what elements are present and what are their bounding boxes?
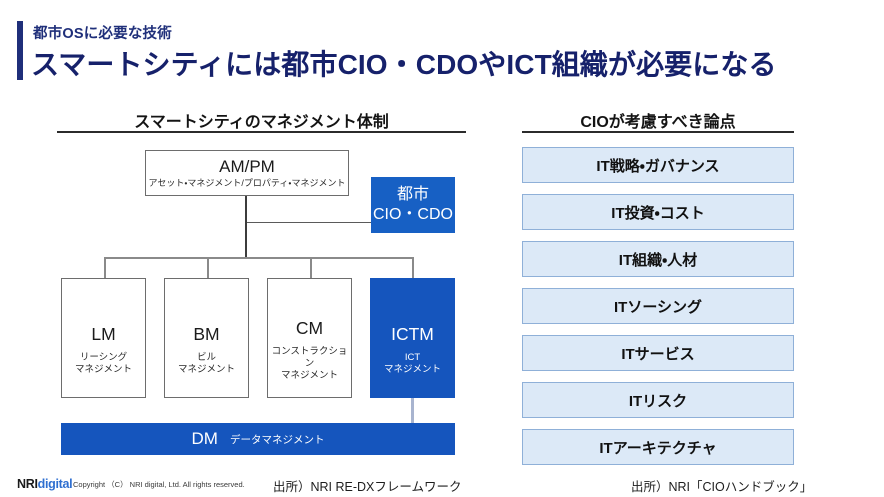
org-node-dm[interactable]: DM データマネジメント <box>61 423 455 455</box>
left-panel-title: スマートシティのマネジメント体制 <box>134 114 389 131</box>
topic-item-it-organization[interactable]: IT組織・人材 <box>522 241 794 277</box>
org-node-ictm-label: ICT マネジメント <box>383 352 441 376</box>
org-node-dm-code: DM <box>191 429 218 448</box>
topic-item-it-investment[interactable]: IT投資・コスト <box>522 194 794 230</box>
page-title: スマートシティには都市CIO・CDOやICT組織が必要になる <box>31 49 777 80</box>
org-node-cm-label: コンストラクション マネジメント <box>271 346 348 381</box>
connector-ictm-to-dm <box>411 398 414 423</box>
left-panel-rule <box>57 131 466 133</box>
logo-text-digital: digital <box>37 477 73 491</box>
org-node-ampm[interactable]: AM/PM アセット・マネジメント/プロパティ・マネジメント <box>145 150 349 196</box>
org-node-ampm-label: アセット・マネジメント/プロパティ・マネジメント <box>148 177 346 188</box>
header-eyebrow: 都市OSに必要な技術 <box>33 26 172 42</box>
org-node-ictm[interactable]: ICTM ICT マネジメント <box>370 278 455 398</box>
topic-item-it-risk[interactable]: ITリスク <box>522 382 794 418</box>
org-node-city-cio-cdo[interactable]: 都市 CIO・CDO <box>371 177 455 233</box>
org-node-ictm-code: ICTM <box>391 324 434 345</box>
org-node-cm[interactable]: CM コンストラクション マネジメント <box>267 278 352 398</box>
source-note-left: 出所）NRI RE-DXフレームワーク <box>273 480 462 494</box>
topic-item-it-sourcing[interactable]: ITソーシング <box>522 288 794 324</box>
connector-drop-bm <box>207 257 209 278</box>
connector-ampm-stem <box>245 196 247 258</box>
org-node-dm-label: データマネジメント <box>229 433 325 446</box>
topic-item-it-service[interactable]: ITサービス <box>522 335 794 371</box>
topic-item-it-strategy[interactable]: IT戦略・ガバナンス <box>522 147 794 183</box>
header-accent-bar <box>17 21 23 80</box>
org-node-bm-label: ビル マネジメント <box>177 352 235 376</box>
connector-distribution-bar <box>104 257 413 259</box>
org-node-lm-code: LM <box>91 324 116 345</box>
nri-digital-logo: NRIdigital <box>17 477 73 491</box>
topic-item-it-architecture[interactable]: ITアーキテクチャ <box>522 429 794 465</box>
copyright-text: Copyright （C） NRI digital, Ltd. All righ… <box>73 480 245 489</box>
org-node-bm[interactable]: BM ビル マネジメント <box>164 278 249 398</box>
connector-to-city-cio <box>247 222 372 223</box>
org-node-city-cio-cdo-label: 都市 CIO・CDO <box>372 186 453 223</box>
connector-drop-cm <box>310 257 312 278</box>
connector-drop-ictm <box>412 257 414 278</box>
source-note-right: 出所）NRI「CIOハンドブック」 <box>631 480 813 494</box>
right-panel-rule <box>522 131 794 133</box>
org-node-ampm-code: AM/PM <box>219 157 275 177</box>
org-node-cm-code: CM <box>295 318 324 339</box>
org-node-lm-label: リーシング マネジメント <box>74 352 132 376</box>
logo-text-nri: NRI <box>17 477 38 491</box>
org-node-bm-code: BM <box>193 324 220 345</box>
org-node-lm[interactable]: LM リーシング マネジメント <box>61 278 146 398</box>
right-panel-title: CIOが考慮すべき論点 <box>580 114 736 131</box>
connector-drop-lm <box>104 257 106 278</box>
